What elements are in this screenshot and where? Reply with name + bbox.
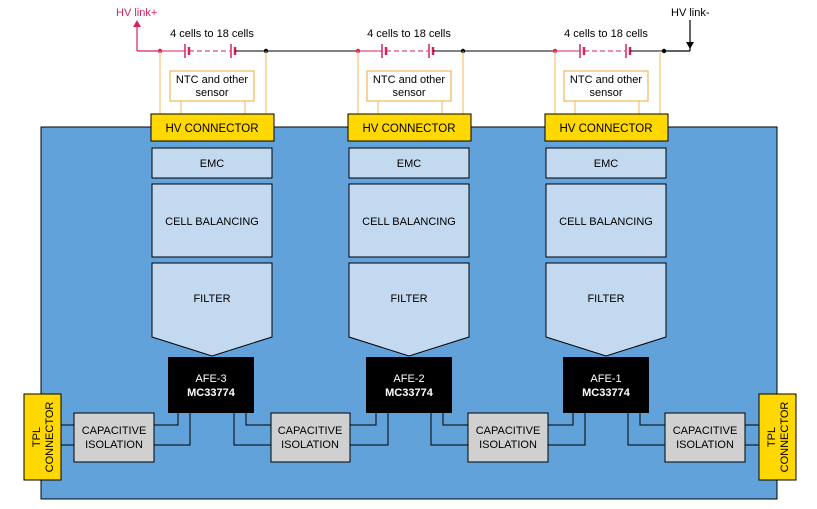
afe-part: MC33774 <box>187 387 236 399</box>
tpl-left-line2: CONNECTOR <box>44 402 56 473</box>
cell-balancing-label: CELL BALANCING <box>362 216 456 228</box>
filter-label: FILTER <box>390 293 427 305</box>
isolation-label-2: ISOLATION <box>85 439 143 451</box>
hv-connector-label: HV CONNECTOR <box>362 123 455 135</box>
ntc-sensor-label-2: sensor <box>392 87 425 99</box>
cells-label: 4 cells to 18 cells <box>564 28 648 40</box>
emc-label: EMC <box>200 158 225 170</box>
ntc-sensor-box <box>563 70 649 102</box>
cell-balancing-block <box>545 183 667 258</box>
cells-label: 4 cells to 18 cells <box>170 28 254 40</box>
tpl-right-line2: CONNECTOR <box>779 402 791 473</box>
ntc-sensor-label-1: NTC and other <box>373 74 445 86</box>
hv-connector-label: HV CONNECTOR <box>559 123 652 135</box>
module-afe-2: 4 cells to 18 cells NTC and other sensor… <box>347 28 472 413</box>
isolation-label-1: CAPACITIVE <box>82 425 147 437</box>
ntc-sensor-box <box>366 70 452 102</box>
emc-label: EMC <box>594 158 619 170</box>
filter-block <box>545 262 667 357</box>
emc-block <box>348 147 470 179</box>
ntc-sensor-label-1: NTC and other <box>176 74 248 86</box>
ntc-sensor-label-2: sensor <box>195 87 228 99</box>
isolation-label-1: CAPACITIVE <box>476 425 541 437</box>
tpl-connector-right: TPL CONNECTOR <box>758 393 797 481</box>
hv-connector-label: HV CONNECTOR <box>165 123 258 135</box>
capacitive-isolation-2: CAPACITIVE ISOLATION <box>270 412 351 463</box>
hv-connector <box>347 113 472 142</box>
capacitive-isolation-3: CAPACITIVE ISOLATION <box>467 412 549 463</box>
afe-chip <box>366 357 452 413</box>
afe-part: MC33774 <box>582 387 631 399</box>
isolation-label-2: ISOLATION <box>281 439 339 451</box>
filter-block <box>348 262 470 357</box>
emc-label: EMC <box>397 158 422 170</box>
tpl-left-line1: TPL <box>31 427 43 447</box>
ntc-sensor-label-1: NTC and other <box>570 74 642 86</box>
filter-label: FILTER <box>193 293 230 305</box>
isolation-label-2: ISOLATION <box>479 439 537 451</box>
isolation-label-2: ISOLATION <box>676 439 734 451</box>
filter-block <box>151 262 273 357</box>
hv-connector <box>150 113 275 142</box>
afe-chip <box>563 357 649 413</box>
daisy-chain-wires <box>60 413 760 446</box>
filter-label: FILTER <box>587 293 624 305</box>
isolation-label-1: CAPACITIVE <box>278 425 343 437</box>
ntc-sensor-box <box>169 70 255 102</box>
emc-block <box>545 147 667 179</box>
tpl-right-line1: TPL <box>766 427 778 447</box>
module-afe-3: 4 cells to 18 cells NTC and other sensor… <box>150 28 275 413</box>
afe-name: AFE-3 <box>195 373 226 385</box>
hv-link-minus-label: HV link- <box>671 7 710 19</box>
capacitive-isolation-1: CAPACITIVE ISOLATION <box>73 412 155 463</box>
afe-part: MC33774 <box>385 387 434 399</box>
tpl-connector-left: TPL CONNECTOR <box>23 393 62 481</box>
afe-name: AFE-1 <box>590 373 621 385</box>
isolation-label-1: CAPACITIVE <box>673 425 738 437</box>
cell-balancing-block <box>348 183 470 258</box>
emc-block <box>151 147 273 179</box>
cell-balancing-label: CELL BALANCING <box>559 216 653 228</box>
hv-link-plus-label: HV link+ <box>116 7 157 19</box>
cell-balancing-label: CELL BALANCING <box>165 216 259 228</box>
cell-balancing-block <box>151 183 273 258</box>
capacitive-isolation-4: CAPACITIVE ISOLATION <box>664 412 746 463</box>
afe-name: AFE-2 <box>393 373 424 385</box>
module-afe-1: 4 cells to 18 cells NTC and other sensor… <box>544 28 669 413</box>
hv-connector <box>544 113 669 142</box>
cells-label: 4 cells to 18 cells <box>367 28 451 40</box>
afe-chip <box>168 357 254 413</box>
ntc-sensor-label-2: sensor <box>589 87 622 99</box>
